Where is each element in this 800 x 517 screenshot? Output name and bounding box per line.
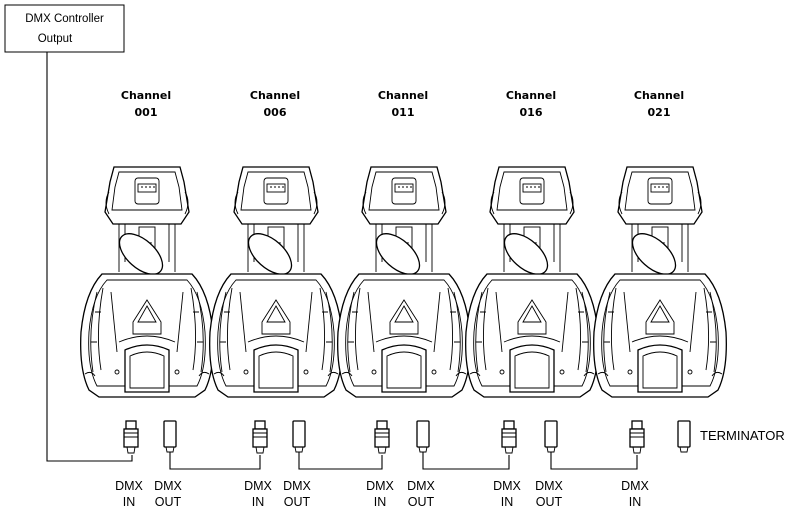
port-label: DMX OUT: [154, 479, 182, 509]
port-label-line2: OUT: [536, 495, 563, 509]
port-label: DMX IN: [366, 479, 394, 509]
dmx-out-connector: [163, 420, 177, 453]
port-label-line1: DMX: [621, 479, 649, 493]
port-label: DMX IN: [493, 479, 521, 509]
port-label: DMX OUT: [535, 479, 563, 509]
terminator-label: TERMINATOR: [700, 428, 785, 443]
port-label-line2: IN: [252, 495, 265, 509]
channel-label: Channel: [506, 89, 556, 102]
moving-head-fixture: Channel 021: [593, 89, 727, 398]
dmx-in-connector: [374, 420, 390, 454]
port-label: DMX OUT: [283, 479, 311, 509]
port-label-line2: OUT: [284, 495, 311, 509]
dmx-in-connector: [629, 420, 645, 454]
port-label: DMX IN: [115, 479, 143, 509]
port-label: DMX IN: [621, 479, 649, 509]
port-label-line1: DMX: [535, 479, 563, 493]
port-label-line1: DMX: [366, 479, 394, 493]
moving-head-fixture: Channel 011: [337, 89, 471, 398]
port-label-line2: OUT: [408, 495, 435, 509]
channel-number: 021: [648, 106, 671, 119]
moving-head-fixture: Channel 016: [465, 89, 599, 398]
port-label-line1: DMX: [407, 479, 435, 493]
channel-label: Channel: [250, 89, 300, 102]
port-label-line2: OUT: [155, 495, 182, 509]
controller-title: DMX Controller: [25, 13, 104, 25]
channel-number: 001: [135, 106, 158, 119]
port-label-line2: IN: [501, 495, 514, 509]
channel-label: Channel: [378, 89, 428, 102]
dmx-controller: DMX Controller Output: [4, 4, 125, 53]
port-label-line1: DMX: [493, 479, 521, 493]
channel-label: Channel: [121, 89, 171, 102]
channel-label: Channel: [634, 89, 684, 102]
channel-number: 016: [520, 106, 543, 119]
dmx-in-connector: [252, 420, 268, 454]
terminator-plug: [677, 420, 691, 453]
channel-number: 006: [264, 106, 287, 119]
dmx-out-connector: [292, 420, 306, 453]
port-label: DMX IN: [244, 479, 272, 509]
dmx-out-connector: [416, 420, 430, 453]
port-label-line2: IN: [374, 495, 387, 509]
dmx-cable: [46, 52, 638, 470]
port-label-line1: DMX: [154, 479, 182, 493]
port-label-line2: IN: [123, 495, 136, 509]
dmx-in-connector: [123, 420, 139, 454]
port-label: DMX OUT: [407, 479, 435, 509]
port-label-line1: DMX: [244, 479, 272, 493]
channel-number: 011: [392, 106, 415, 119]
port-label-line2: IN: [629, 495, 642, 509]
port-label-line1: DMX: [115, 479, 143, 493]
moving-head-fixture: Channel 006: [209, 89, 343, 398]
dmx-in-connector: [501, 420, 517, 454]
port-label-line1: DMX: [283, 479, 311, 493]
moving-head-fixture: Channel 001: [80, 89, 214, 398]
dmx-out-connector: [544, 420, 558, 453]
controller-subtitle: Output: [38, 33, 73, 45]
